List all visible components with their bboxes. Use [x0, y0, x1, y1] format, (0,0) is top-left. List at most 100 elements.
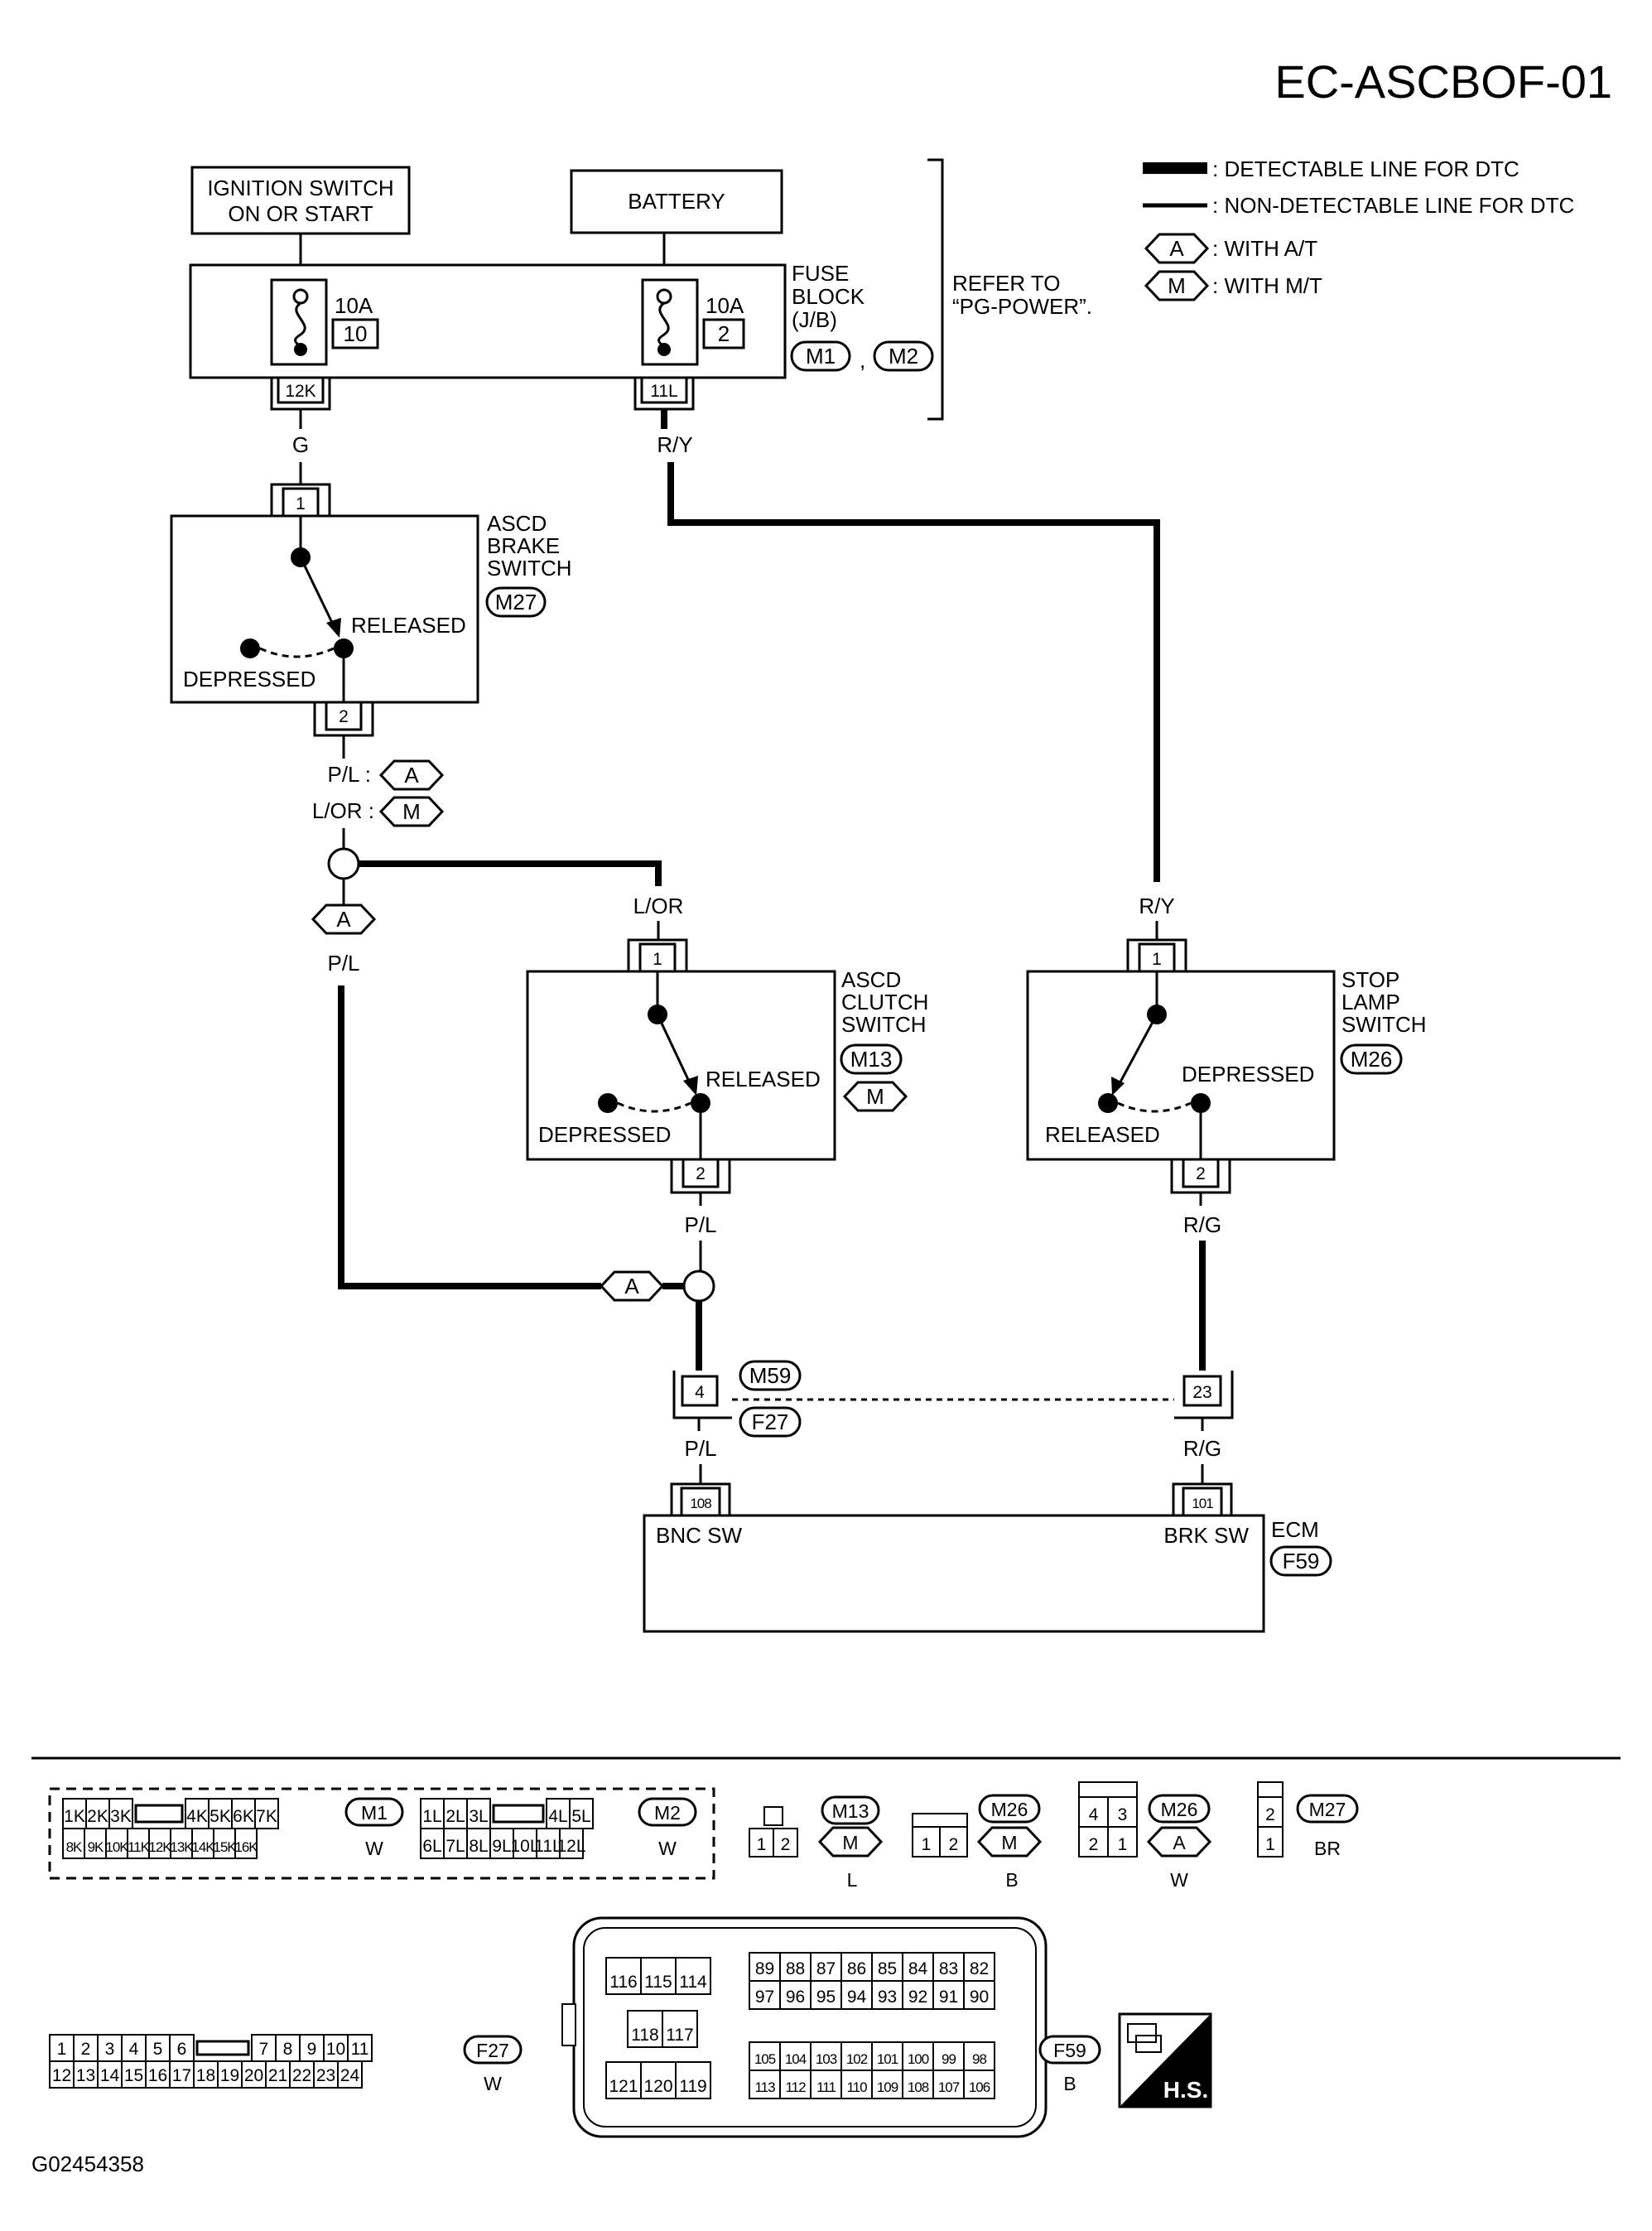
m1-pin-number: 15K	[213, 1839, 237, 1855]
f59-d-pin-cell	[932, 1980, 965, 2010]
clutch-released-contact	[691, 1093, 710, 1113]
m27-pin-number: 1	[1265, 1835, 1275, 1854]
f27-pin-number: 3	[105, 2040, 115, 2059]
f27-pin-number: 20	[244, 2066, 263, 2085]
m2-pin-cell	[443, 1828, 468, 1859]
m26-at-pin-number: 2	[1089, 1835, 1099, 1854]
f59-c-pin-number: 120	[643, 2077, 672, 2096]
fuse-10-element	[294, 301, 306, 349]
f59-e-pin-number: 105	[754, 2051, 776, 2067]
f59-e-pin-number: 113	[754, 2079, 775, 2095]
f59-e-pin-cell	[810, 2070, 842, 2099]
stop-depressed-path	[1117, 1101, 1192, 1113]
m1-pin-number: 16K	[234, 1839, 258, 1855]
m1-pin-cell	[191, 1828, 214, 1859]
hs-label: H.S.	[1163, 2077, 1208, 2103]
stop-switch-arm	[1116, 1014, 1158, 1087]
m27-id-pill	[1296, 1794, 1359, 1824]
f59-d-pin-number: 91	[939, 1988, 958, 2007]
m1-pin-cell	[84, 1828, 107, 1859]
legend-mt-letter: M	[1168, 273, 1186, 298]
f27-pin-cell	[275, 2034, 301, 2062]
m2-pin-cell	[466, 1828, 491, 1859]
stop-released-contact	[1098, 1093, 1118, 1113]
m2-pin-number: 12L	[556, 1837, 585, 1856]
f27-pin-number: 23	[316, 2066, 335, 2085]
f27-pin-number: 24	[340, 2066, 360, 2085]
m26-mt-variant-letter: M	[1001, 1832, 1017, 1853]
f27-pin-number: 1	[57, 2040, 67, 2059]
fuse-10-bottom-terminal	[294, 343, 307, 356]
m26-mt-pin-number: 1	[922, 1835, 932, 1854]
f27-pin-cell	[323, 2034, 349, 2062]
stop-pin2-label: 2	[1196, 1164, 1206, 1183]
m2-pin-number: 11L	[534, 1837, 561, 1856]
m26-at-pin-number: 3	[1118, 1805, 1128, 1824]
m26-at-id-label: M26	[1161, 1799, 1198, 1820]
ecm-brk-sw-label: BRK SW	[1163, 1523, 1249, 1548]
m1-pin-number: 11K	[128, 1839, 151, 1855]
fuse-10: 10A 10	[270, 278, 379, 366]
f59-e-pin-cell	[749, 2041, 781, 2071]
ecm-bnc-sw-label: BNC SW	[656, 1523, 742, 1548]
wire-lor-to-clutch	[359, 860, 662, 886]
legend-at-text: : WITH A/T	[1212, 236, 1317, 261]
f59-e-pin-number: 99	[942, 2051, 956, 2067]
m1-pin-number: 4K	[186, 1807, 208, 1826]
ecm-conn-f59	[1269, 1545, 1332, 1577]
m1-pin-cell	[208, 1798, 233, 1829]
f59-c-pin-cell	[605, 2061, 642, 2099]
fuse-block	[189, 263, 787, 379]
legend-at-symbol	[1144, 233, 1210, 264]
f59-e-pin-number: 111	[816, 2079, 836, 2095]
ecm-pin101-bracket	[1172, 1482, 1233, 1515]
m1-pin-number: 3K	[110, 1807, 132, 1826]
brake-switch-arm	[299, 557, 336, 629]
brake-released-contact	[334, 638, 354, 658]
f27-color: W	[484, 2073, 502, 2094]
f59-d-pin-cell	[963, 1952, 995, 1982]
joint-pin-23-box	[1182, 1375, 1222, 1407]
f59-c-pin-number: 119	[679, 2077, 706, 2096]
clutch-name-1: ASCD	[841, 967, 901, 992]
clutch-name-2: CLUTCH	[841, 990, 928, 1014]
f27-pin-number: 10	[326, 2040, 345, 2059]
refer-label-1: REFER TO	[952, 271, 1061, 296]
wire-label-pl-a: P/L :	[327, 762, 371, 787]
clutch-pin2-label: 2	[696, 1164, 706, 1183]
f27-pin-cell	[169, 2060, 195, 2089]
legend-mt-symbol	[1144, 270, 1210, 301]
brake-pin2-label: 2	[339, 707, 349, 726]
m13-id-label: M13	[832, 1800, 869, 1822]
f59-d-pin-number: 93	[878, 1988, 897, 2007]
brake-pin1-box	[282, 487, 320, 518]
marker-a-pl-letter: A	[404, 763, 419, 788]
stop-name-2: LAMP	[1341, 990, 1400, 1014]
stop-pin2-box	[1182, 1158, 1220, 1188]
m2-pin-number: 5L	[571, 1807, 590, 1826]
m1-pin-number: 10K	[105, 1839, 129, 1855]
f27-pin-number: 11	[351, 2040, 369, 2059]
f27-pin-number: 8	[283, 2040, 293, 2059]
f59-e-pin-cell	[963, 2041, 995, 2071]
f59-d-pin-number: 83	[939, 1959, 958, 1978]
f59-d-pin-number: 97	[755, 1988, 774, 2007]
wire-label-pl-ecm: P/L	[684, 1436, 716, 1461]
wire-label-rg-ecm: R/G	[1183, 1436, 1221, 1461]
f59-d-pin-number: 96	[786, 1988, 805, 2007]
f59-d-pin-number: 86	[847, 1959, 866, 1978]
fuse-2-element	[657, 301, 670, 349]
fuse-block-conn-m2-label: M2	[889, 344, 918, 369]
f59-a-pin-cell	[640, 1957, 677, 1995]
m13-key	[763, 1806, 783, 1826]
m13-pin-number: 2	[781, 1835, 791, 1854]
joint-conn-m59	[739, 1360, 802, 1391]
joint-conn-f27	[739, 1406, 802, 1438]
fuse-10-top-terminal	[292, 288, 309, 305]
m2-pin-number: 10L	[510, 1837, 539, 1856]
f59-d-pin-cell	[779, 1980, 812, 2010]
clutch-released-label: RELEASED	[706, 1067, 821, 1091]
